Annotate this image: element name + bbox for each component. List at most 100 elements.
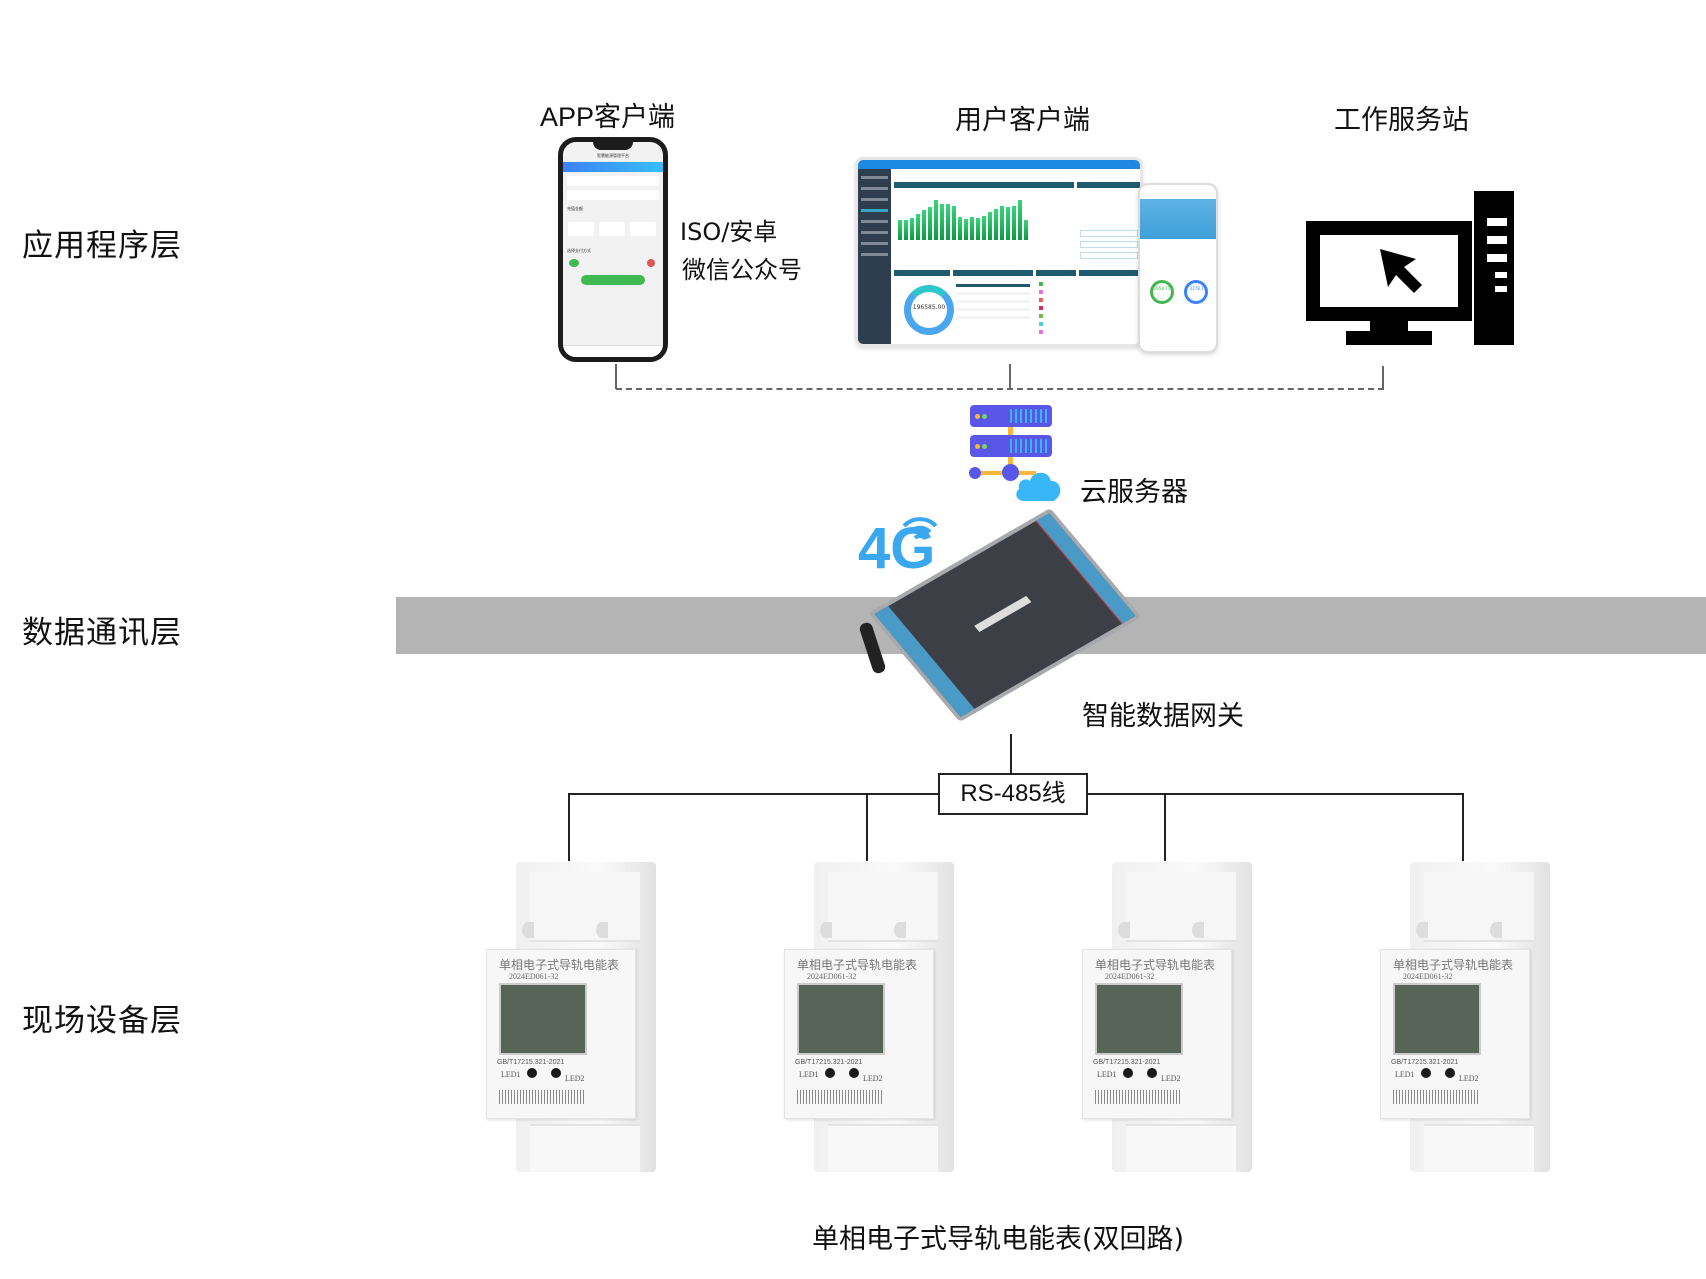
user-dashboard-tablet: 196585.00	[855, 157, 1143, 347]
energy-meter-3: 单相电子式导轨电能表 2024ED061-32 GB/T17215.321-20…	[1082, 862, 1272, 1172]
led2-label: LED2	[565, 1074, 585, 1083]
sidebar-item[interactable]	[861, 253, 888, 256]
tower-slot	[1487, 254, 1507, 262]
cloud-server-label: 云服务器	[1080, 477, 1188, 508]
workstation-dashed-drop	[1382, 366, 1384, 389]
led2-label: LED2	[1161, 1074, 1181, 1083]
sidebar-item[interactable]	[861, 242, 888, 245]
gateway-bus-drop	[1010, 734, 1012, 774]
selected-check-icon	[647, 259, 655, 267]
pc-tower-icon	[1474, 191, 1514, 345]
layer-label-communication: 数据通讯层	[22, 615, 182, 651]
led2-indicator	[1445, 1068, 1455, 1078]
sidebar-item[interactable]	[861, 187, 888, 190]
cloud-icon	[1016, 472, 1061, 501]
tower-slot	[1495, 272, 1507, 278]
meter-standard: GB/T17215.321-2021	[795, 1059, 863, 1066]
kpi-box-2	[1080, 241, 1138, 248]
table-row	[956, 292, 1030, 295]
phone-app-header: 智慧能源管理平台	[597, 153, 629, 158]
rs485-label-box: RS-485线	[938, 773, 1088, 815]
status-panel-header	[1036, 270, 1076, 276]
meter-lcd	[1095, 983, 1183, 1055]
meter-barcode	[1095, 1090, 1181, 1104]
phone-pay-button[interactable]	[581, 275, 645, 285]
phone-bottom-nav	[563, 345, 663, 357]
sidebar-item[interactable]	[861, 231, 888, 234]
dashboard-sidebar	[858, 169, 891, 344]
sidebar-item[interactable]	[861, 198, 888, 201]
meters-caption: 单相电子式导轨电能表(双回路)	[812, 1224, 1185, 1255]
meter-barcode	[499, 1090, 585, 1104]
layer-label-field: 现场设备层	[22, 1003, 182, 1039]
led2-indicator	[849, 1068, 859, 1078]
phone-notch	[593, 142, 633, 150]
mobile-gauge-right	[1184, 280, 1208, 304]
meter-title: 单相电子式导轨电能表	[499, 958, 620, 972]
phone-amount-10[interactable]	[568, 222, 594, 236]
server-rack-icon	[970, 435, 1052, 457]
kpi-panel-header	[1077, 182, 1140, 188]
server-link	[1008, 457, 1013, 469]
app-phone-mockup: 智慧能源管理平台 充值金额 选择支付方式	[558, 137, 668, 362]
meter-drop-line	[568, 793, 570, 861]
status-square	[1039, 282, 1043, 286]
meter-drop-line	[866, 793, 868, 861]
led1-label: LED1	[1097, 1070, 1117, 1079]
energy-meter-1: 单相电子式导轨电能表 2024ED061-32 GB/T17215.321-20…	[486, 862, 676, 1172]
app-platform-line2: 微信公众号	[682, 256, 802, 284]
table-row	[956, 308, 1030, 311]
meter-code: 2024ED061-32	[807, 972, 857, 981]
status-square	[1039, 314, 1043, 318]
app-dashed-drop	[615, 364, 617, 389]
meter-lcd	[499, 983, 587, 1055]
phone-amount-50[interactable]	[599, 222, 625, 236]
network-node	[1002, 464, 1019, 481]
kpi-box-3	[1080, 252, 1138, 259]
phone-tab-bar	[563, 162, 663, 172]
table-row	[956, 300, 1030, 303]
meter-code: 2024ED061-32	[1403, 972, 1453, 981]
led2-label: LED2	[1459, 1074, 1479, 1083]
user-dashed-drop	[1009, 364, 1011, 389]
kpi-box-1	[1080, 230, 1138, 237]
status-square	[1039, 306, 1043, 310]
revenue-panel-header	[894, 270, 950, 276]
energy-meter-4: 单相电子式导轨电能表 2024ED061-32 GB/T17215.321-20…	[1380, 862, 1570, 1172]
tower-slot	[1487, 236, 1507, 244]
meter-code: 2024ED061-32	[509, 972, 559, 981]
layer-label-application: 应用程序层	[22, 228, 182, 264]
meter-title: 单相电子式导轨电能表	[1095, 958, 1216, 972]
phone-account-row	[567, 176, 659, 186]
cursor-arrow-icon	[1380, 249, 1422, 293]
alarm-panel-header	[1079, 270, 1140, 276]
monitor-base-icon	[1346, 331, 1432, 345]
led1-label: LED1	[501, 1070, 521, 1079]
chart-panel-header	[894, 182, 1074, 188]
network-node	[969, 467, 981, 479]
status-square	[1039, 322, 1043, 326]
revenue-donut	[904, 285, 954, 335]
gauge-right-value: 2278.17	[1189, 286, 1207, 291]
energy-meter-2: 单相电子式导轨电能表 2024ED061-32 GB/T17215.321-20…	[784, 862, 974, 1172]
meter-standard: GB/T17215.321-2021	[497, 1059, 565, 1066]
table-row	[956, 316, 1030, 319]
sidebar-item[interactable]	[861, 176, 888, 179]
phone-amount-100[interactable]	[630, 222, 656, 236]
phone-amount-section: 充值金额	[567, 206, 583, 211]
app-platform-line1: ISO/安卓	[680, 218, 778, 246]
workstation-title: 工作服务站	[1334, 105, 1469, 136]
meter-code: 2024ED061-32	[1105, 972, 1155, 981]
gateway-label: 智能数据网关	[1082, 701, 1244, 732]
sidebar-item-active[interactable]	[861, 209, 888, 212]
meter-title: 单相电子式导轨电能表	[1393, 958, 1514, 972]
tower-slot	[1487, 218, 1507, 226]
phone-balance-row	[567, 190, 659, 200]
revenue-donut-value: 196585.00	[912, 304, 946, 311]
server-rack-icon	[970, 405, 1052, 427]
meter-drop-line	[1462, 793, 1464, 861]
sidebar-item[interactable]	[861, 220, 888, 223]
led1-indicator	[1123, 1068, 1133, 1078]
user-client-title: 用户客户端	[955, 105, 1090, 136]
status-square	[1039, 290, 1043, 294]
